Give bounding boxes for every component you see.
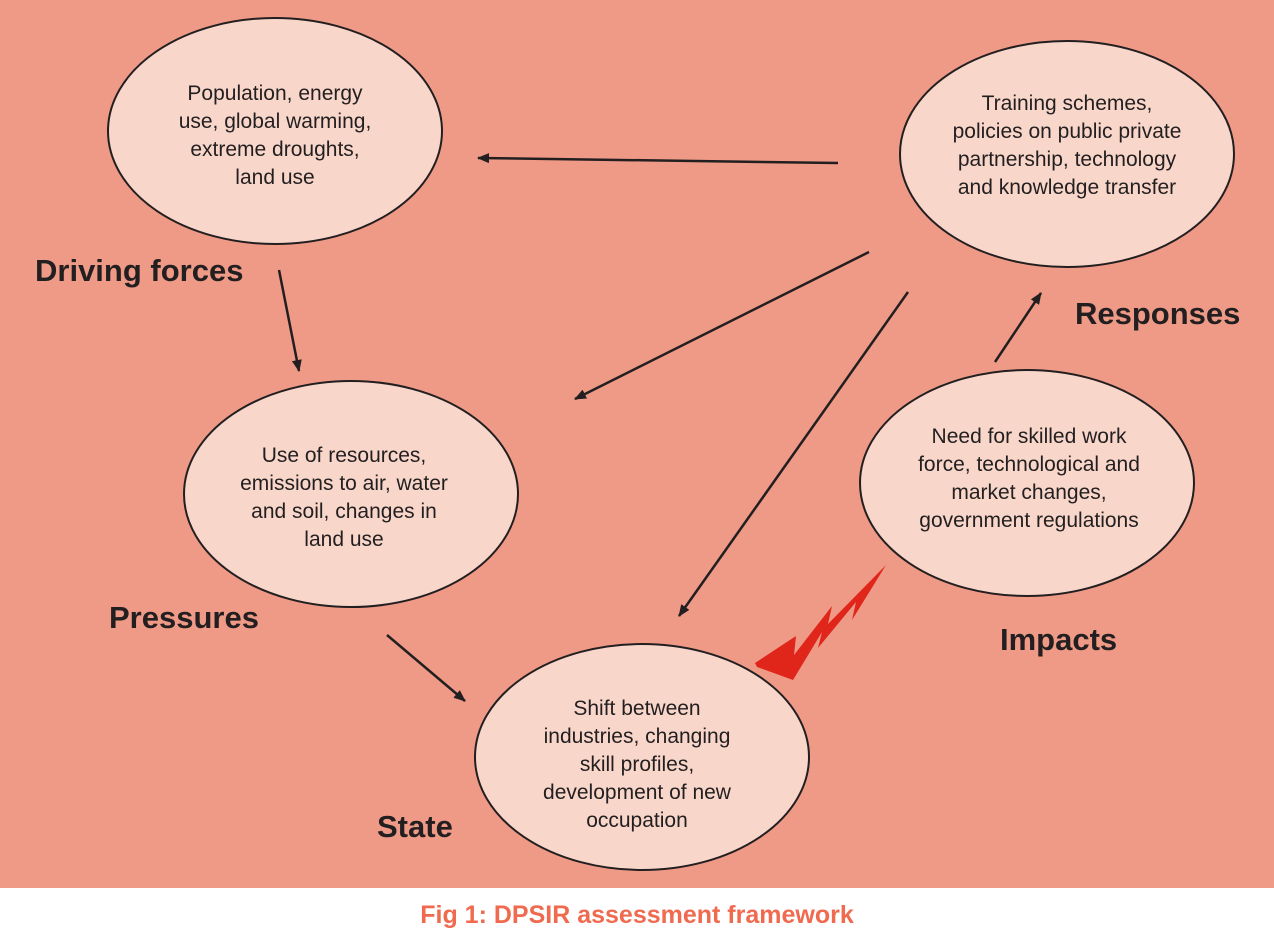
- state-description: Shift between industries, changing skill…: [543, 697, 731, 832]
- arrow-pressures-to-state: [386, 634, 466, 702]
- dpsir-diagram: [107, 17, 1235, 871]
- impacts-label: Impacts: [1000, 622, 1118, 657]
- driving-forces-ellipse: [107, 17, 443, 245]
- responses-description: Training schemes, policies on public pri…: [952, 92, 1182, 199]
- arrow-responses-to-state: [677, 291, 910, 617]
- responses-label: Responses: [1075, 296, 1241, 331]
- arrow-responses-to-pressures: [574, 250, 870, 401]
- state-ellipse: [474, 643, 810, 871]
- pressures-ellipse: [183, 380, 519, 608]
- driving-forces-description: Population, energy use, global warming, …: [178, 82, 372, 189]
- lightning-bolt-icon: [755, 565, 886, 680]
- figure-caption: Fig 1: DPSIR assessment framework: [420, 901, 854, 929]
- impacts-ellipse: [859, 369, 1195, 597]
- state-label: State: [377, 809, 453, 844]
- pressures-description: Use of resources, emissions to air, wate…: [240, 444, 448, 551]
- arrow-impacts-to-responses: [993, 292, 1043, 363]
- driving-forces-label: Driving forces: [35, 253, 244, 288]
- responses-ellipse: [899, 40, 1235, 268]
- impacts-description: Need for skilled work force, technologic…: [918, 425, 1140, 532]
- arrow-driving-forces-to-pressures: [277, 269, 302, 372]
- arrow-responses-to-driving-forces: [477, 153, 839, 165]
- pressures-label: Pressures: [109, 600, 259, 635]
